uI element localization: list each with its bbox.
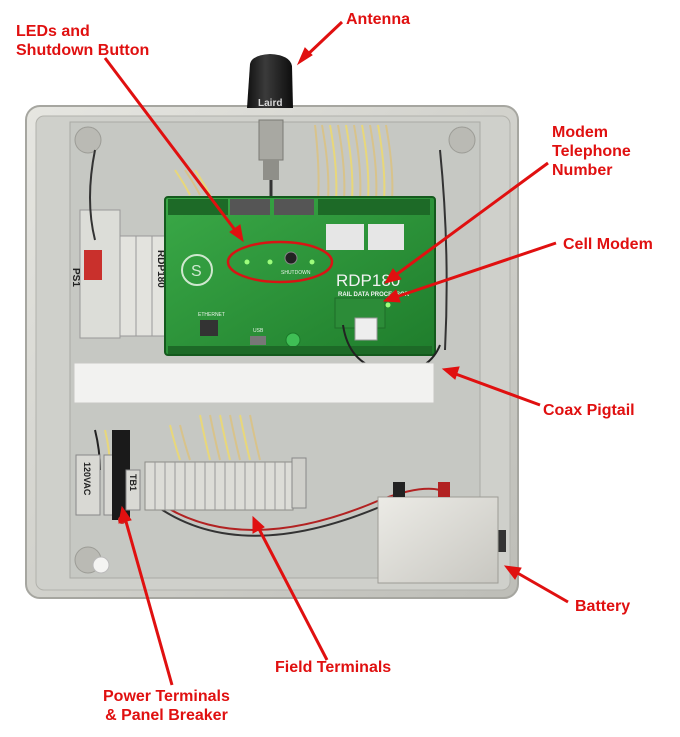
antenna: Laird <box>247 54 293 198</box>
rdp180-board: S SHUTDOWN RDP180 RAIL DATA PROCESSOR ET… <box>164 196 436 356</box>
shutdown-silkscreen: SHUTDOWN <box>281 270 311 276</box>
antenna-brand: Laird <box>258 98 282 109</box>
psu-label: PS1 <box>70 268 81 287</box>
power-terminals-line2: & Panel Breaker <box>105 707 228 724</box>
battery-label: Battery <box>575 597 630 616</box>
cell-modem-text: Cell Modem <box>563 236 653 253</box>
power-supply: PS1 RDP180 <box>70 209 167 339</box>
field-terminals-text: Field Terminals <box>275 659 392 676</box>
modem-phone-label: Modem Telephone Number <box>552 123 631 180</box>
leds-label-line1: LEDs and <box>16 23 90 40</box>
power-terminals-label: Power Terminals & Panel Breaker <box>103 687 230 725</box>
antenna-label-text: Antenna <box>346 11 410 28</box>
battery <box>377 482 499 584</box>
coax-pigtail-label: Coax Pigtail <box>543 401 635 420</box>
ethernet-silkscreen: ETHERNET <box>198 312 225 318</box>
annotation-arrows <box>103 20 569 686</box>
usb-silkscreen: USB <box>253 328 264 334</box>
leds-label: LEDs and Shutdown Button <box>16 22 149 60</box>
field-terminals-label: Field Terminals <box>275 658 391 677</box>
board-model: RDP180 <box>336 271 400 290</box>
modem-phone-line3: Number <box>552 162 613 179</box>
board-tag: RDP180 <box>155 250 166 288</box>
power-terminals-line1: Power Terminals <box>103 688 230 705</box>
leds-highlight <box>226 240 334 284</box>
wire-duct <box>73 362 435 404</box>
modem-phone-line2: Telephone <box>552 143 631 160</box>
lower-wiring <box>94 414 441 537</box>
modem-phone-line1: Modem <box>552 124 608 141</box>
coax-pigtail-text: Coax Pigtail <box>543 402 635 419</box>
voltage-tag: 120VAC <box>82 462 92 496</box>
battery-text: Battery <box>575 598 631 615</box>
leds-label-line2: Shutdown Button <box>16 42 150 59</box>
antenna-label: Antenna <box>346 10 410 29</box>
terminal-blocks: 120VAC TB1 <box>75 430 307 574</box>
svg-text:S: S <box>191 263 202 280</box>
cell-modem-label: Cell Modem <box>563 235 653 254</box>
board-subtitle: RAIL DATA PROCESSOR <box>338 292 410 298</box>
terminal-block-label: TB1 <box>128 474 138 491</box>
